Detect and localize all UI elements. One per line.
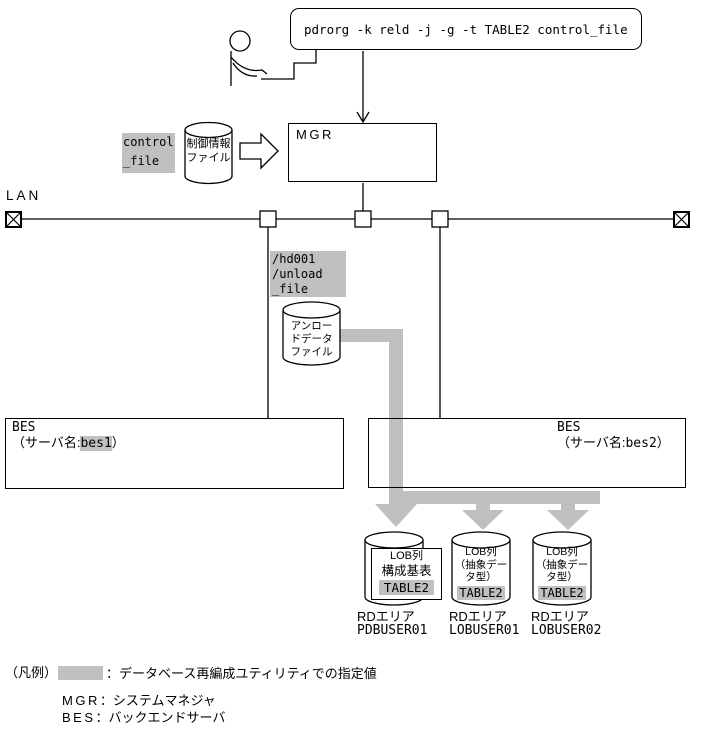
legend-bes-label: BES xyxy=(62,710,96,725)
rdarea1-label: RDエリア PDBUSER01 xyxy=(357,610,427,638)
rdarea1-area-label: RDエリア xyxy=(357,609,415,624)
rdarea2-cylinder-label: LOB列 （抽象デー タ型） TABLE2 xyxy=(451,546,511,600)
control-info-line2: ファイル xyxy=(186,152,231,164)
bes2-title: BES xyxy=(557,420,581,435)
rdarea1-table-name: TABLE2 xyxy=(378,580,435,595)
bes2-text: BES （サーバ名:bes2） xyxy=(557,420,670,451)
unload-cyl-line3: ファイル xyxy=(290,346,333,358)
legend-mgr-label: MGR xyxy=(62,693,100,708)
unload-cylinder-label: アンロー ドデータ ファイル xyxy=(283,320,340,359)
bes2-server-suffix: ） xyxy=(656,435,670,450)
mgr-box: MGR xyxy=(288,123,437,182)
arrowhead-down-icon xyxy=(375,504,417,527)
bes1-box xyxy=(5,418,344,489)
control-file-label: control _file xyxy=(122,133,175,173)
control-info-cylinder-icon xyxy=(184,121,233,185)
terminator-cross-icon xyxy=(5,211,22,228)
control-info-cylinder-label: 制御情報 ファイル xyxy=(185,137,232,165)
control-file-line2: _file xyxy=(123,154,160,168)
lan-connector-1 xyxy=(259,210,277,228)
rdarea3-line3: タ型） xyxy=(546,571,578,583)
arrowhead-down-icon xyxy=(462,510,504,530)
unload-cyl-line2: ドデータ xyxy=(290,333,333,345)
unload-path-line1: /hd001 xyxy=(272,252,316,266)
rdarea2-line3: タ型） xyxy=(465,571,497,583)
rdarea1-line2: 構成基表 xyxy=(381,564,432,578)
rdarea2-table-name: TABLE2 xyxy=(457,585,505,600)
lan-label: LAN xyxy=(6,188,42,203)
rdarea3-area-name: LOBUSER02 xyxy=(531,623,602,638)
bes1-text: BES （サーバ名:bes1） xyxy=(12,420,125,451)
command-text: pdrorg -k reld -j -g -t TABLE2 control_f… xyxy=(304,21,628,37)
control-file-line1: control xyxy=(123,135,174,149)
unload-data-cylinder-icon xyxy=(282,301,341,366)
bes2-server-line: （サーバ名:bes2） xyxy=(557,435,670,451)
rdarea2-area-name: LOBUSER01 xyxy=(449,623,520,638)
control-input-arrow-icon xyxy=(239,132,279,170)
data-flow-arrow xyxy=(340,329,600,530)
legend-mgr-line: MGR：システムマネジャ xyxy=(62,690,216,709)
bes1-server-name: bes1 xyxy=(80,436,112,451)
bes1-server-line: （サーバ名:bes1） xyxy=(12,435,125,451)
rdarea3-area-label: RDエリア xyxy=(531,609,589,624)
unload-path-line2: /unload xyxy=(272,267,323,281)
legend-highlight-desc: ：データベース再編成ユティリティでの指定値 xyxy=(106,666,377,681)
bes2-server-prefix: （サーバ名: xyxy=(557,435,626,450)
lan-connector-2 xyxy=(354,210,372,228)
mgr-box-label: MGR xyxy=(296,127,334,142)
legend-title: （凡例） xyxy=(5,665,58,680)
legend-mgr-desc: ：システムマネジャ xyxy=(99,693,216,708)
legend-highlight-swatch xyxy=(58,666,103,680)
unload-file-path-label: /hd001 /unload _file xyxy=(270,251,346,297)
rdarea3-cylinder-label: LOB列 （抽象デー タ型） TABLE2 xyxy=(532,546,592,600)
terminator-cross-icon xyxy=(673,211,690,228)
rdarea2-line2: （抽象デー xyxy=(454,558,508,571)
command-bubble: pdrorg -k reld -j -g -t TABLE2 control_f… xyxy=(290,8,642,50)
bes2-box xyxy=(368,418,686,488)
bes2-server-name: bes2 xyxy=(625,436,657,451)
bes1-title: BES xyxy=(12,420,36,435)
rdarea1-table-box: LOB列 構成基表 TABLE2 xyxy=(371,548,442,600)
legend-bes-line: BES：バックエンドサーバ xyxy=(62,707,225,726)
rdarea3-table-name: TABLE2 xyxy=(538,585,586,600)
rdarea3-label: RDエリア LOBUSER02 xyxy=(531,610,601,638)
rdarea3-line2: （抽象デー xyxy=(535,558,589,571)
legend-bes-desc: ：バックエンドサーバ xyxy=(95,710,226,725)
control-info-line1: 制御情報 xyxy=(186,138,231,150)
rdarea1-area-name: PDBUSER01 xyxy=(357,623,428,638)
speech-bubble-tail xyxy=(261,50,317,80)
rdarea2-line1: LOB列 xyxy=(465,546,497,558)
rdarea1-line1: LOB列 xyxy=(389,550,423,562)
rdarea2-label: RDエリア LOBUSER01 xyxy=(449,610,519,638)
unload-path-line3: _file xyxy=(272,282,309,296)
rdarea3-line1: LOB列 xyxy=(546,546,578,558)
arrowhead-down-icon xyxy=(547,510,589,530)
rdarea2-area-label: RDエリア xyxy=(449,609,507,624)
user-icon xyxy=(229,30,268,86)
unload-cyl-line1: アンロー xyxy=(290,320,333,332)
bes1-server-prefix: （サーバ名: xyxy=(12,435,81,450)
bes1-server-suffix: ） xyxy=(111,435,125,450)
lan-connector-3 xyxy=(431,210,449,228)
command-arrowhead-icon xyxy=(356,111,370,124)
